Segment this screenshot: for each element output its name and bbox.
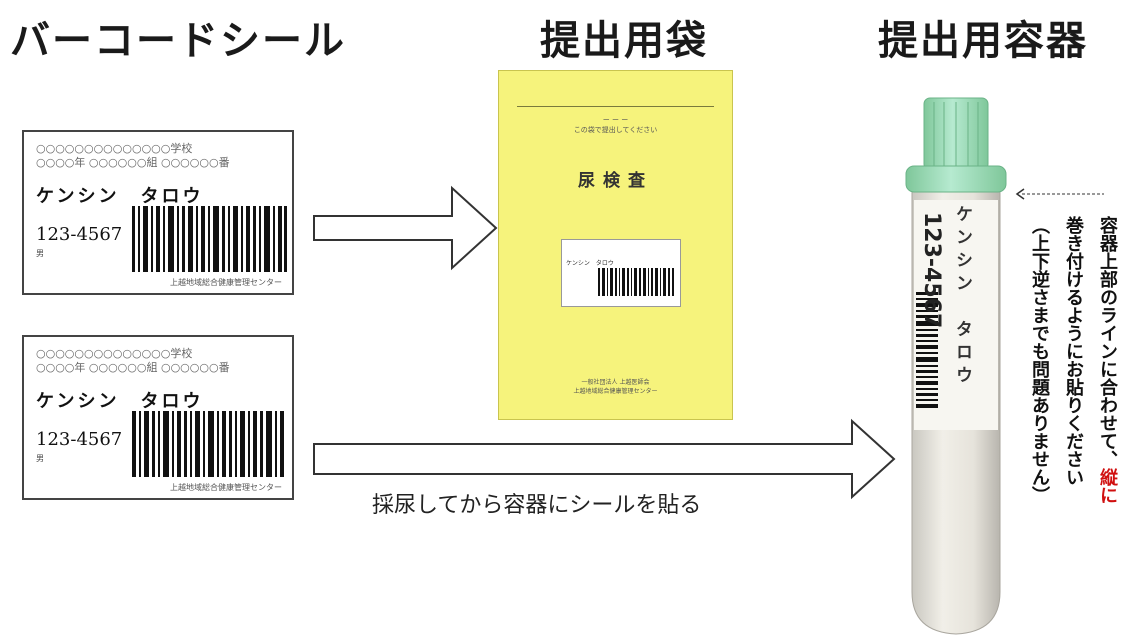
sticker-class-line: ○○○○年 ○○○○○○組 ○○○○○○番 bbox=[36, 361, 230, 374]
bag-footer-text: 上越地域総合健康管理センター bbox=[573, 388, 658, 395]
mini-barcode-graphic bbox=[598, 268, 674, 296]
sticker-footer: 上越地域総合健康管理センター bbox=[170, 483, 282, 492]
barcode-sticker-1: ○○○○○○○○○○○○○○学校 ○○○○年 ○○○○○○組 ○○○○○○番 ケ… bbox=[22, 130, 294, 295]
submission-bag: ー ー ー この袋で提出してください 尿検査 ケンシン タロウ 一般社団法人 上… bbox=[498, 70, 733, 420]
bag-small-text: ー ー ー bbox=[602, 116, 629, 124]
barcode-graphic bbox=[132, 206, 287, 272]
tube-label-name: ケンシン タロウ bbox=[952, 205, 972, 389]
sticker-code: 123-4567 bbox=[36, 429, 123, 450]
sticker-name: ケンシン タロウ bbox=[36, 186, 204, 207]
tube-label-code: 123-4567 bbox=[919, 212, 944, 329]
arrow-to-bag bbox=[313, 185, 498, 271]
bag-small-text: この袋で提出してください bbox=[573, 126, 658, 134]
barcode-sticker-2: ○○○○○○○○○○○○○○学校 ○○○○年 ○○○○○○組 ○○○○○○番 ケ… bbox=[22, 335, 294, 500]
sticker-class-line: ○○○○年 ○○○○○○組 ○○○○○○番 bbox=[36, 156, 230, 169]
line-pointer-arrow bbox=[1015, 188, 1104, 200]
mini-sticker-name: ケンシン タロウ bbox=[566, 260, 614, 267]
placement-instruction: 容器上部のラインに合わせて、縦に 巻き付けるようにお貼りください （上下逆さまで… bbox=[1022, 216, 1124, 636]
submission-bag-heading: 提出用袋 bbox=[540, 18, 708, 64]
submission-container-heading: 提出用容器 bbox=[878, 18, 1088, 64]
instruction-emphasis: 縦に bbox=[1097, 468, 1118, 504]
bag-title: 尿検査 bbox=[578, 171, 653, 191]
sticker-footer: 上越地域総合健康管理センター bbox=[170, 278, 282, 287]
instruction-line-1: 容器上部のラインに合わせて、 bbox=[1097, 216, 1118, 468]
specimen-tube bbox=[905, 97, 1007, 635]
sticker-code: 123-4567 bbox=[36, 224, 123, 245]
sticker-code-sub: 男 bbox=[36, 249, 44, 258]
bag-mini-sticker: ケンシン タロウ bbox=[561, 239, 681, 307]
instruction-line-3: （上下逆さまでも問題ありません） bbox=[1029, 216, 1050, 504]
arrow-to-container bbox=[313, 418, 896, 500]
sticker-school-line: ○○○○○○○○○○○○○○学校 bbox=[36, 347, 193, 360]
bag-footer-text: 一般社団法人 上越医師会 bbox=[581, 379, 650, 386]
barcode-graphic bbox=[132, 411, 284, 477]
caption-text: 採尿してから容器にシールを貼る bbox=[372, 493, 702, 518]
sticker-code-sub: 男 bbox=[36, 454, 44, 463]
sticker-school-line: ○○○○○○○○○○○○○○学校 bbox=[36, 142, 193, 155]
bag-rule bbox=[517, 106, 714, 107]
sticker-name: ケンシン タロウ bbox=[36, 391, 204, 412]
barcode-sticker-heading: バーコードシール bbox=[10, 18, 346, 64]
instruction-line-2: 巻き付けるようにお貼りください bbox=[1063, 216, 1084, 486]
